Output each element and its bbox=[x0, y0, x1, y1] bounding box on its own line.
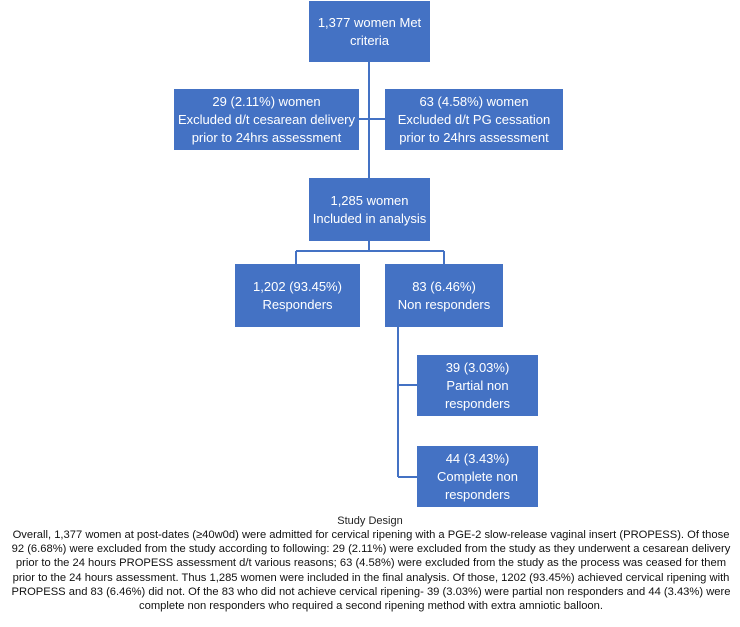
node-included: 1,285 women Included in analysis bbox=[309, 178, 430, 241]
node-met-criteria-line2: criteria bbox=[349, 32, 389, 48]
node-complete-line1: 44 (3.43%) bbox=[445, 450, 510, 466]
node-excluded-cesarean: 29 (2.11%) women Excluded d/t cesarean d… bbox=[174, 89, 359, 150]
node-complete-line2: Complete non bbox=[437, 468, 518, 484]
node-complete-line3: responders bbox=[444, 486, 511, 502]
node-partial-line3: responders bbox=[444, 395, 511, 411]
node-partial: 39 (3.03%) Partial non responders bbox=[417, 355, 538, 416]
node-responders-line2: Responders bbox=[262, 296, 333, 312]
node-complete: 44 (3.43%) Complete non responders bbox=[417, 446, 538, 507]
node-excluded-cesarean-line1: 29 (2.11%) women bbox=[212, 93, 321, 109]
node-excluded-cesarean-line3: prior to 24hrs assessment bbox=[191, 129, 342, 145]
node-excluded-pg-line2: Excluded d/t PG cessation bbox=[397, 111, 551, 127]
node-included-line2: Included in analysis bbox=[312, 210, 427, 226]
node-partial-line2: Partial non bbox=[446, 377, 509, 393]
node-met-criteria: 1,377 women Met criteria bbox=[309, 1, 430, 62]
node-excluded-cesarean-line2: Excluded d/t cesarean delivery bbox=[177, 111, 356, 127]
node-responders: 1,202 (93.45%) Responders bbox=[235, 264, 360, 327]
node-non-responders-line1: 83 (6.46%) bbox=[412, 278, 476, 294]
node-met-criteria-line1: 1,377 women Met bbox=[317, 14, 422, 30]
node-partial-line1: 39 (3.03%) bbox=[445, 359, 510, 375]
node-excluded-pg-line3: prior to 24hrs assessment bbox=[399, 129, 549, 145]
node-excluded-pg: 63 (4.58%) women Excluded d/t PG cessati… bbox=[385, 89, 563, 150]
node-non-responders: 83 (6.46%) Non responders bbox=[385, 264, 503, 327]
figure-caption: Study Design bbox=[337, 515, 403, 527]
figure-description: Overall, 1,377 women at post-dates (≥40w… bbox=[11, 529, 731, 613]
node-excluded-pg-line1: 63 (4.58%) women bbox=[419, 93, 529, 109]
node-non-responders-line2: Non responders bbox=[397, 296, 491, 312]
node-responders-line1: 1,202 (93.45%) bbox=[253, 278, 342, 294]
node-included-line1: 1,285 women bbox=[330, 192, 409, 208]
